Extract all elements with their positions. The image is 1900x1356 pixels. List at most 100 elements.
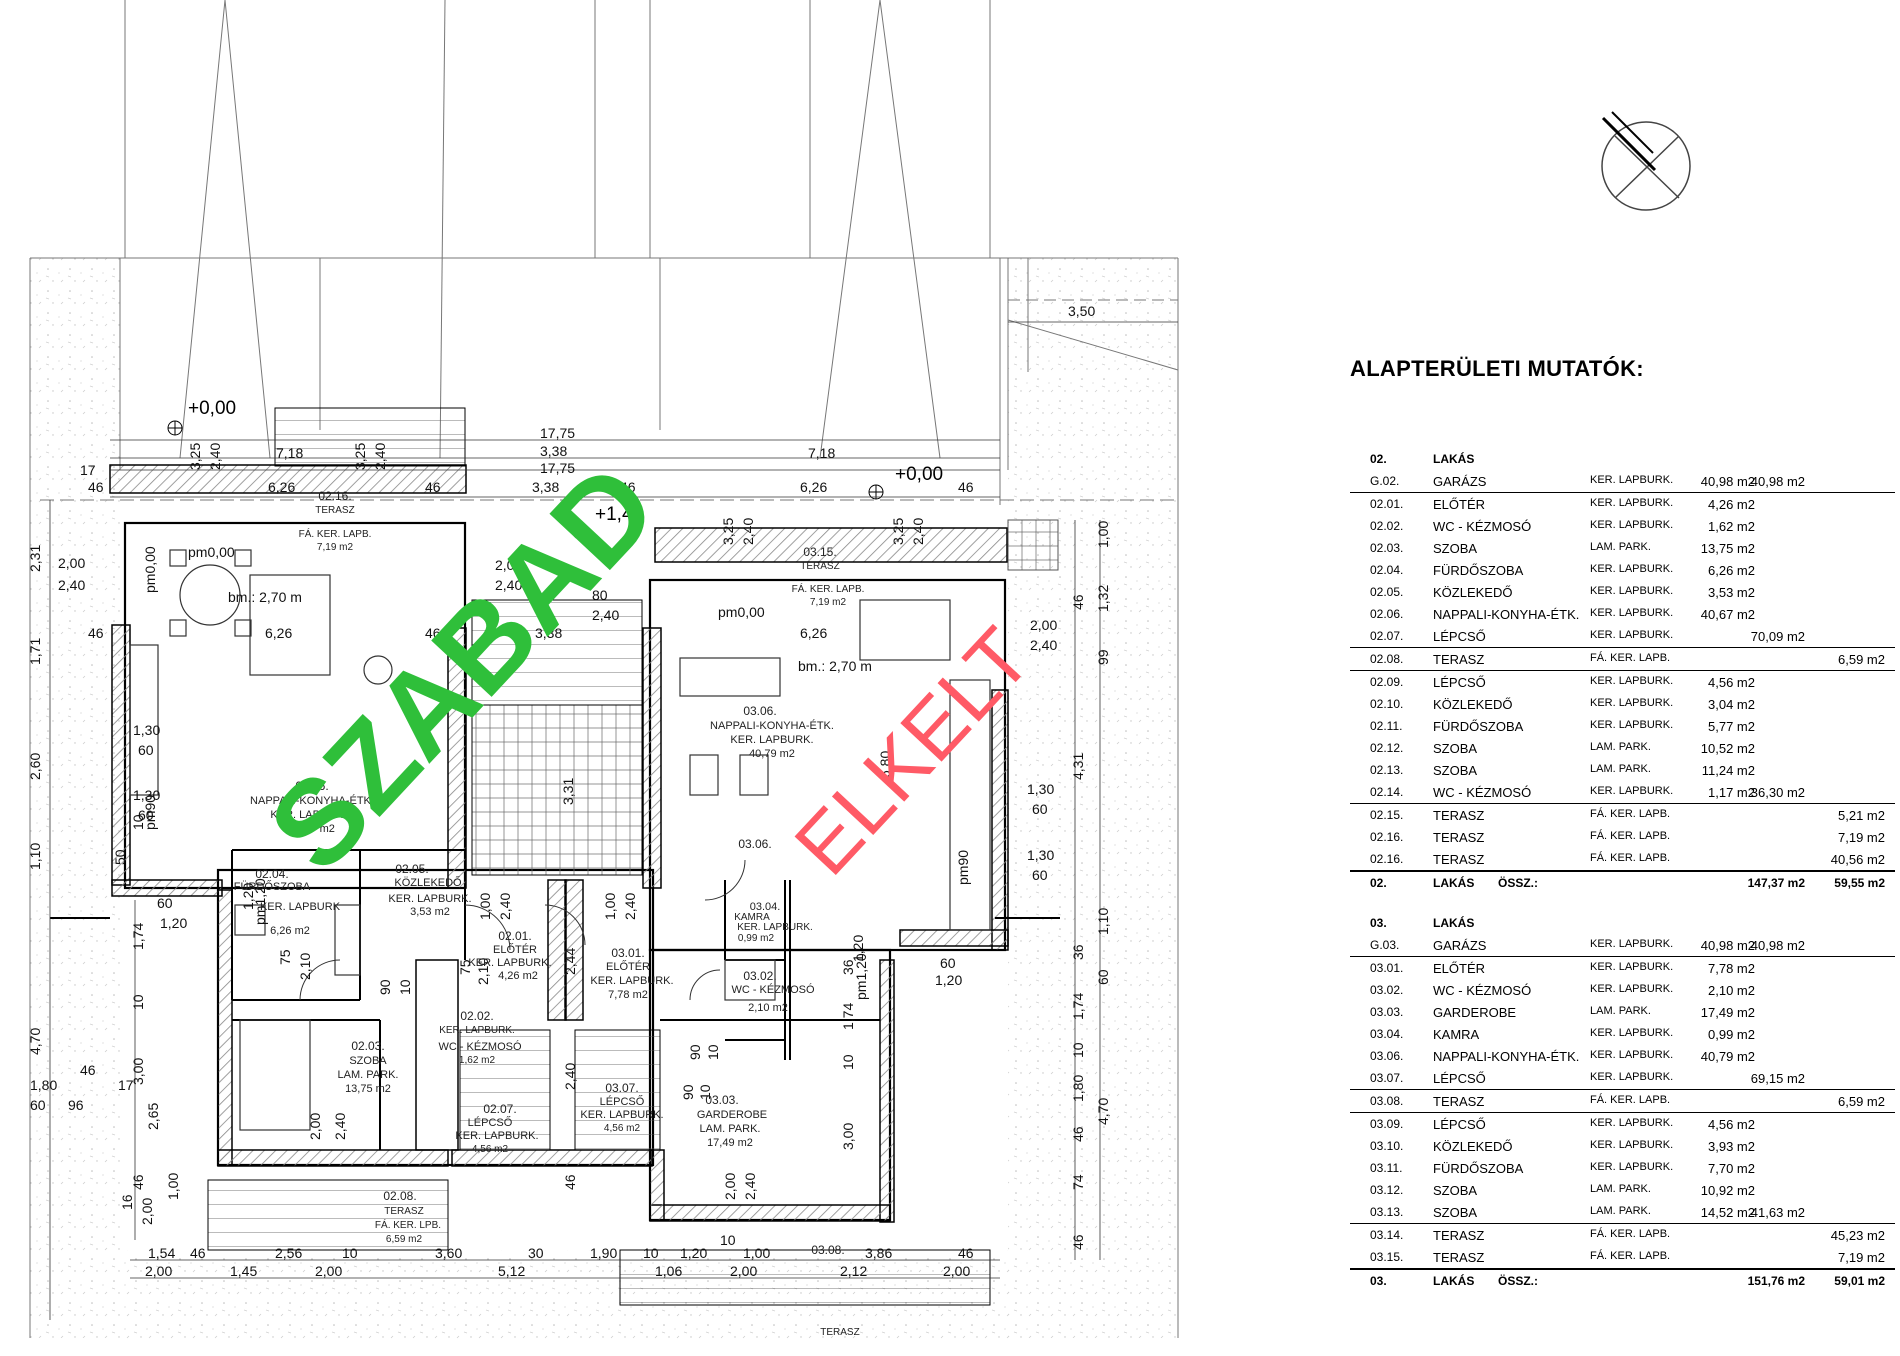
room-03-08: 03.08. (811, 1243, 844, 1257)
cell-code: 02.08. (1370, 652, 1404, 666)
cell-name: LÉPCSŐ (1433, 675, 1486, 690)
cell-name: NAPPALI-KONYHA-ÉTK. (1433, 1049, 1580, 1064)
cell-code: 02. (1370, 876, 1387, 890)
dim-3-86: 3,86 (865, 1245, 892, 1261)
svg-text:02.01.: 02.01. (498, 929, 531, 943)
svg-text:7,19 m2: 7,19 m2 (317, 542, 354, 553)
dim-1-20-a: 1,20 (160, 915, 187, 931)
dim-2-40-g: 2,40 (1030, 637, 1057, 653)
dim-3-50: 3,50 (1068, 303, 1095, 319)
cell-a1: 40,98 m2 (1700, 938, 1755, 953)
level-ground-right: +0,00 (895, 464, 943, 485)
cell-floor: LAM. PARK. (1590, 1005, 1651, 1017)
cell-floor: LAM. PARK. (1590, 763, 1651, 775)
dim-pm0-00-c: pm0,00 (718, 604, 765, 620)
dimension-lines (49, 321, 1178, 1320)
svg-text:KER. LAPBURK.: KER. LAPBURK. (270, 809, 353, 821)
doors (299, 859, 746, 1001)
dim-2-40-n: 2,40 (742, 1173, 758, 1200)
dim-6-26-c: 6,26 (265, 625, 292, 641)
cell-name: TERASZ (1433, 1250, 1485, 1265)
dim-46-c: 46 (620, 479, 636, 495)
room-02-04: 02.04. FÜRDŐSZOBA KER. LAPBURK 6,26 m2 (234, 867, 341, 937)
cell-floor: LAM. PARK. (1590, 741, 1651, 753)
section-header: 02.LAKÁS (1350, 448, 1895, 470)
dim-50: 50 (112, 849, 128, 865)
svg-text:FÁ. KER. LAPB.: FÁ. KER. LAPB. (792, 582, 865, 595)
svg-text:KER. LAPBURK.: KER. LAPBURK. (468, 957, 551, 969)
room-03-06-tag: 03.06. (738, 837, 771, 851)
svg-text:ELŐTÉR: ELŐTÉR (606, 959, 650, 973)
svg-text:03.01.: 03.01. (611, 946, 644, 960)
dim-pm90-b: pm90 (955, 850, 971, 885)
cell-code: 03.12. (1370, 1183, 1404, 1197)
cell-floor: KER. LAPBURK. (1590, 983, 1674, 995)
cell-floor: KER. LAPBURK. (1590, 1117, 1674, 1129)
cell-a1: 10,52 m2 (1700, 741, 1755, 756)
cell-floor: FÁ. KER. LAPB. (1590, 852, 1671, 864)
cell-floor: KER. LAPBURK. (1590, 785, 1674, 797)
dim-2-40-e: 2,40 (58, 577, 85, 593)
dim-pm90-a: pm90 (142, 795, 158, 830)
svg-text:LÉPCSŐ: LÉPCSŐ (468, 1115, 513, 1129)
dim-2-44: 2,44 (562, 948, 578, 975)
cell-code: 02.09. (1370, 675, 1404, 689)
cell-a2: 41,63 m2 (1750, 1205, 1805, 1220)
dim-1-20-e: 1,20 (935, 972, 962, 988)
dim-17-b: 17 (118, 1077, 134, 1093)
dim-10-c: 10 (342, 1245, 358, 1261)
dim-10-g: 10 (705, 1044, 721, 1060)
dim-1-30-b: 1,30 (133, 787, 160, 803)
cell-name: SZOBA (1433, 1205, 1478, 1220)
cell-name: WC - KÉZMOSÓ (1433, 519, 1532, 534)
svg-text:GARDEROBE: GARDEROBE (697, 1109, 767, 1121)
dim-10-f: 10 (397, 979, 413, 995)
level-marker-icon (167, 420, 884, 540)
terrace-bottom-left (207, 1179, 449, 1251)
dim-60-f: 60 (30, 1097, 46, 1113)
cell-name: KAMRA (1433, 1027, 1480, 1042)
cell-a1: 40,67 m2 (1700, 607, 1755, 622)
dim-60-g: 60 (940, 955, 956, 971)
svg-text:03.06.: 03.06. (743, 704, 776, 718)
cell-name: KÖZLEKEDŐ (1433, 697, 1513, 712)
dim-60-c: 60 (1032, 801, 1048, 817)
stair-upper (471, 599, 643, 706)
cell-name: GARÁZS (1433, 474, 1487, 489)
cell-a2: 147,37 m2 (1747, 876, 1805, 890)
svg-text:WC - KÉZMOSÓ: WC - KÉZMOSÓ (731, 983, 815, 996)
dim-1-30-c: 1,30 (1027, 781, 1054, 797)
cell-name: TERASZ (1433, 830, 1485, 845)
dim-3-31: 3,31 (560, 778, 576, 805)
cell-a1: 2,10 m2 (1708, 983, 1755, 998)
cell-a3: 45,23 m2 (1830, 1228, 1885, 1243)
svg-text:LÉPCSŐ: LÉPCSŐ (600, 1094, 645, 1108)
dim-3-25-a: 3,25 (187, 443, 203, 470)
cell-name: GARÁZS (1433, 938, 1487, 953)
dim-1-00-d: 1,00 (477, 893, 493, 920)
dim-1-10-b: 1,10 (1095, 908, 1111, 935)
dim-90-c: 90 (680, 1084, 696, 1100)
dim-2-00-c: 2,00 (1030, 617, 1057, 633)
svg-text:17,49 m2: 17,49 m2 (707, 1137, 753, 1149)
stair-main (471, 704, 643, 876)
cell-name: SZOBA (1433, 741, 1478, 756)
dim-6-26-b: 6,26 (800, 479, 827, 495)
cell-floor: LAM. PARK. (1590, 1183, 1651, 1195)
cell-a2: 40,98 m2 (1750, 938, 1805, 953)
svg-text:FÁ. KER. LAPB.: FÁ. KER. LAPB. (299, 527, 372, 540)
cell-code: 03.13. (1370, 1205, 1404, 1219)
cell-floor: FÁ. KER. LAPB. (1590, 1094, 1671, 1106)
